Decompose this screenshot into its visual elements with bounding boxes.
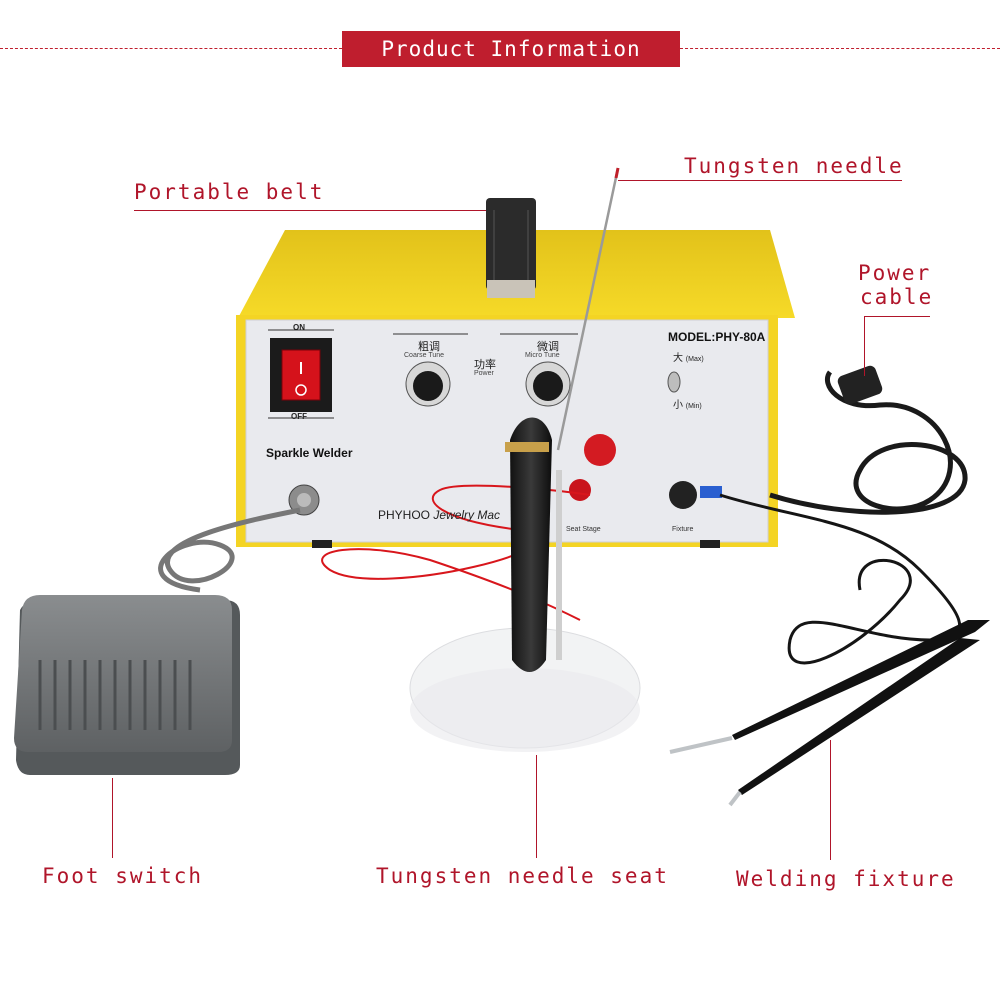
fixture-terminal	[669, 481, 697, 509]
tweezer-arm-bottom	[738, 638, 980, 795]
belt-stitching	[493, 210, 529, 282]
min-cn-label: 小 (Min)	[673, 400, 702, 411]
seat-stage-label: Seat Stage	[566, 526, 601, 533]
callout-power-cable-line-v	[864, 316, 865, 376]
pedal-cable	[158, 507, 301, 593]
callout-tungsten-needle-line	[618, 180, 902, 181]
header-banner: Product Information	[342, 31, 680, 67]
callout-power-cable-line-h	[864, 316, 930, 317]
header-rule-left	[0, 48, 342, 49]
micro-cn-label: 微调	[537, 341, 559, 353]
callout-foot-switch: Foot switch	[42, 864, 204, 888]
callout-foot-switch-line	[112, 778, 113, 858]
needle-seat-post	[556, 470, 562, 660]
pedal-grooves	[38, 660, 192, 730]
belt-handle	[486, 198, 536, 290]
red-terminal	[584, 434, 616, 466]
min-max-toggle	[667, 371, 681, 393]
power-plug	[837, 365, 883, 405]
welder-name-label: Sparkle Welder	[266, 446, 353, 460]
callout-needle-seat: Tungsten needle seat	[376, 864, 669, 888]
header-title: Product Information	[381, 37, 641, 61]
power-en-label: Power	[474, 370, 494, 377]
belt-clip	[487, 280, 535, 298]
power-switch	[281, 349, 321, 401]
tungsten-needle	[556, 167, 620, 451]
callout-tungsten-needle: Tungsten needle	[684, 154, 904, 178]
fixture-cable	[719, 493, 962, 665]
callout-portable-belt: Portable belt	[134, 180, 325, 204]
callout-welding-fixture-line	[830, 740, 831, 860]
header-rule-right	[680, 48, 1000, 49]
tweezer-tip-bottom	[728, 790, 742, 807]
switch-off-label: OFF	[291, 412, 307, 421]
callout-power-cable-1: Power	[858, 261, 932, 285]
callout-needle-seat-line	[536, 755, 537, 858]
power-cable	[769, 370, 968, 515]
coarse-cn-label: 粗调	[418, 341, 440, 353]
fixture-label: Fixture	[672, 526, 694, 533]
brand-label: PHYHOO Jewelry Mac	[378, 508, 501, 522]
red-wire	[321, 484, 591, 621]
blue-plug	[700, 486, 722, 498]
callout-portable-belt-line	[134, 210, 486, 211]
micro-en-label: Micro Tune	[525, 352, 560, 359]
micro-knob	[533, 371, 563, 401]
coarse-knob	[413, 371, 443, 401]
switch-on-label: ON	[293, 323, 305, 332]
power-cn-label: 功率	[474, 359, 496, 371]
case-feet-right	[700, 540, 720, 548]
pedal-top	[14, 595, 232, 752]
case-feet-left	[312, 540, 332, 548]
model-label: MODEL:PHY-80A	[668, 330, 766, 344]
max-cn-label: 大 (Max)	[673, 353, 704, 364]
callout-welding-fixture: Welding fixture	[736, 867, 956, 891]
pen-collar	[505, 442, 549, 452]
tweezer-arm-top	[732, 620, 990, 740]
callout-power-cable-2: cable	[860, 285, 934, 309]
coarse-en-label: Coarse Tune	[404, 352, 445, 359]
red-terminal-2	[569, 479, 591, 501]
tweezer-tip-top	[669, 736, 733, 754]
needle-pen	[510, 417, 552, 672]
